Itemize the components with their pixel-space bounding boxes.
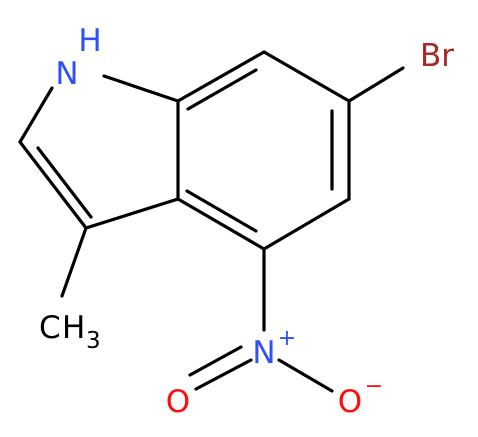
oxygen-left-label: O	[166, 384, 190, 420]
methyl-subscript: 3	[86, 328, 101, 354]
bond-c6-br	[347, 66, 405, 103]
bond-c4-c3a-inner	[185, 189, 258, 233]
nitro-n-label: N	[252, 335, 275, 371]
bond-c3-c3a	[84, 197, 180, 230]
bonds	[18, 50, 405, 393]
bond-c7-c6	[262, 50, 351, 103]
bond-c2-c3	[18, 140, 88, 230]
bond-c5-c4	[262, 197, 351, 251]
oxygen-minus-charge: −	[365, 374, 383, 399]
bond-n1-c2	[18, 86, 54, 144]
methyl-c-label: C	[39, 310, 61, 346]
bromine-label: Br	[420, 38, 454, 74]
bond-c4-c3a	[176, 197, 266, 251]
bond-c3-ch3	[60, 226, 88, 298]
bond-c7a-n1	[102, 74, 180, 103]
bond-n-o-left-b	[188, 345, 243, 377]
bond-c2-c3-inner	[36, 146, 93, 219]
oxygen-right-label: O	[338, 384, 362, 420]
nh-h-label: H	[78, 23, 101, 59]
bond-n-o-left-a	[194, 358, 253, 391]
methyl-h-label: H	[62, 310, 85, 346]
nh-n-label: N	[55, 56, 78, 92]
bond-c7a-c7	[176, 50, 266, 103]
bond-c7a-c7-inner	[186, 68, 258, 111]
bond-n-o-right	[277, 358, 334, 393]
nitro-plus-charge: +	[278, 326, 296, 351]
